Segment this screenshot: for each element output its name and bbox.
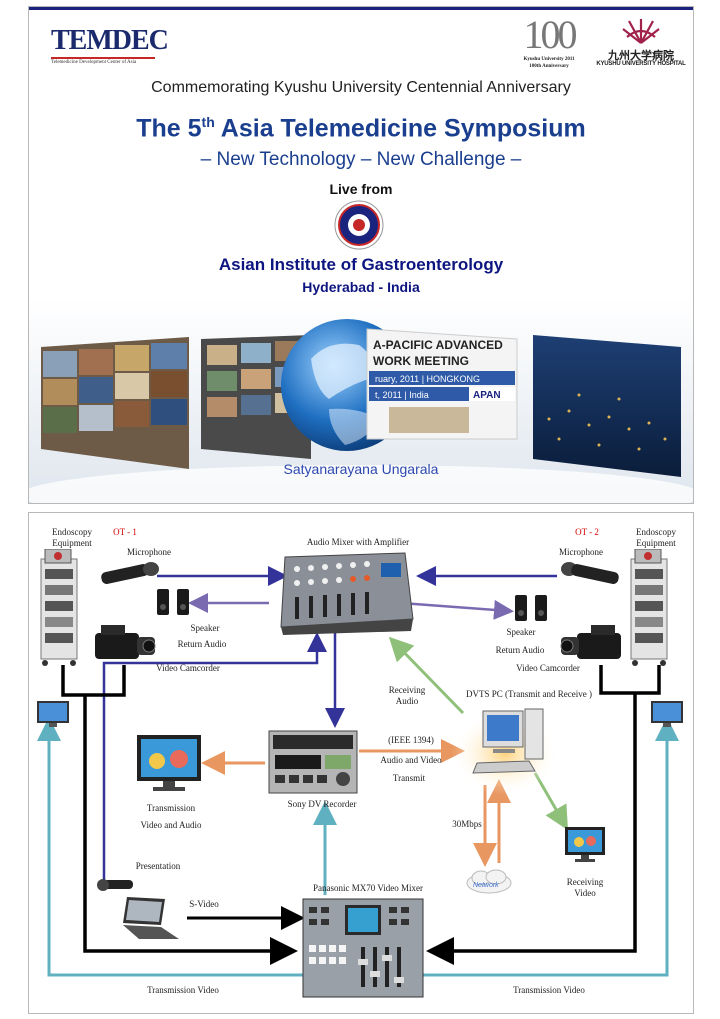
- presentation-label: Presentation: [135, 861, 181, 871]
- return-audio-left-label: Return Audio: [177, 639, 227, 649]
- speaker-left-label: Speaker: [190, 623, 220, 633]
- workflow-diagram-slide: Endoscopy Equipment Endoscopy Equipment …: [28, 512, 694, 1014]
- commemorating-line: Commemorating Kyushu University Centenni…: [151, 79, 571, 96]
- endoscopy-right-label: Endoscopy Equipment: [636, 527, 676, 548]
- transmit-label: Transmit: [392, 773, 426, 783]
- centennial-logo: 100 Kyushu University 2011 100th Anniver…: [509, 12, 589, 75]
- temdec-logo-text: TEMDEC: [51, 25, 169, 56]
- microphone-left-icon: [101, 562, 159, 584]
- centennial-line2: 100th Anniversary: [529, 64, 569, 69]
- photo-mosaic-left: [41, 337, 189, 469]
- endoscopy-left-label: Endoscopy Equipment: [52, 527, 92, 548]
- live-from: Live from: [329, 181, 393, 197]
- microphone-right-icon: [561, 562, 619, 584]
- connection-lines: [37, 566, 679, 977]
- temdec-logo-rule: [51, 57, 155, 59]
- symposium-subtitle: – New Technology – New Challenge –: [200, 149, 522, 170]
- side-monitor-left-icon: [37, 701, 69, 727]
- banner-line1: A-PACIFIC ADVANCED: [373, 338, 503, 352]
- endoscopy-tower-right-icon: [630, 549, 668, 666]
- centennial-number: 100: [523, 12, 578, 57]
- transmission-video-left-label: Transmission Video: [147, 985, 219, 995]
- institute-name: Asian Institute of Gastroenterology: [218, 255, 504, 274]
- title-post: Asia Telemedicine Symposium: [214, 114, 586, 143]
- panasonic-mixer-label: Panasonic MX70 Video Mixer: [312, 883, 424, 893]
- temdec-logo-subtext: Telemedicine Development Center of Asia: [51, 60, 137, 65]
- camcorder-right-icon: [560, 625, 621, 659]
- speaker-right-label: Speaker: [506, 627, 536, 637]
- presenter-name: Satyanarayana Ungarala: [283, 461, 439, 477]
- audio-video-label: Audio and Video: [380, 755, 442, 765]
- receiving-monitor-icon: [565, 827, 605, 862]
- endoscopy-tower-left-icon: [40, 549, 78, 666]
- presentation-mic-icon: [97, 879, 133, 891]
- audio-mixer-icon: [280, 552, 414, 635]
- ot-right-label: OT - 2: [575, 527, 599, 537]
- hospital-crest-icon: [622, 19, 660, 44]
- return-audio-right-label: Return Audio: [495, 645, 545, 655]
- sony-recorder-label: Sony DV Recorder: [287, 799, 357, 809]
- hospital-logo: 九州大学病院 KYUSHU UNIVERSITY HOSPITAL: [595, 15, 687, 75]
- dvts-pc-icon: [451, 708, 559, 795]
- microphone-right-label: Microphone: [559, 547, 603, 557]
- night-city-photo: [533, 335, 681, 477]
- hospital-jp-name: 九州大学病院: [608, 50, 674, 62]
- banner-line2: WORK MEETING: [373, 354, 469, 368]
- banner-collage: A-PACIFIC ADVANCED WORK MEETING ruary, 2…: [29, 299, 693, 503]
- title-sup: th: [201, 114, 215, 130]
- dvts-pc-label: DVTS PC (Transmit and Receive ): [466, 689, 592, 699]
- temdec-logo: TEMDEC Telemedicine Development Center o…: [49, 23, 169, 69]
- centennial-line1: Kyushu University 2011: [523, 57, 575, 62]
- transmission-av-label-1: Transmission: [146, 803, 196, 813]
- transmission-av-label-2: Video and Audio: [140, 820, 202, 830]
- network-cloud-icon: Network: [466, 869, 512, 894]
- aig-seal-icon: [334, 200, 384, 250]
- audio-mixer-label: Audio Mixer with Amplifier: [306, 537, 410, 547]
- ot-left-label: OT - 1: [113, 527, 137, 537]
- speaker-left-icon: [157, 589, 189, 615]
- top-rule: [29, 7, 693, 10]
- banner-line4: t, 2011 | India: [375, 390, 429, 400]
- camcorder-left-icon: [95, 625, 156, 659]
- microphone-left-label: Microphone: [127, 547, 171, 557]
- svideo-label: S-Video: [189, 899, 219, 909]
- camcorder-left-label: Video Camcorder: [156, 663, 220, 673]
- receiving-video-label: Receiving Video: [566, 877, 604, 898]
- panasonic-video-mixer-icon: [302, 898, 424, 998]
- symposium-title: The 5th Asia Telemedicine Symposium: [29, 114, 693, 143]
- camcorder-right-label: Video Camcorder: [516, 663, 580, 673]
- network-label: Network: [473, 882, 499, 889]
- side-monitor-right-icon: [651, 701, 683, 727]
- title-pre: The 5: [136, 114, 202, 143]
- transmission-video-right-label: Transmission Video: [513, 985, 585, 995]
- hospital-en-name: KYUSHU UNIVERSITY HOSPITAL: [596, 61, 686, 67]
- sony-dv-recorder-icon: [268, 730, 358, 794]
- laptop-icon: [123, 897, 179, 939]
- speaker-right-icon: [515, 595, 547, 621]
- bandwidth-label: 30Mbps: [452, 819, 482, 829]
- title-slide: TEMDEC Telemedicine Development Center o…: [28, 6, 694, 504]
- ieee-label: (IEEE 1394): [388, 735, 434, 745]
- institute-location: Hyderabad - India: [302, 279, 420, 295]
- banner-line3: ruary, 2011 | HONGKONG: [375, 374, 480, 384]
- banner-apan: APAN: [473, 390, 501, 401]
- transmission-monitor-icon: [137, 735, 201, 791]
- receiving-audio-label: Receiving Audio: [388, 685, 426, 706]
- banner-graphic: A-PACIFIC ADVANCED WORK MEETING ruary, 2…: [29, 299, 693, 503]
